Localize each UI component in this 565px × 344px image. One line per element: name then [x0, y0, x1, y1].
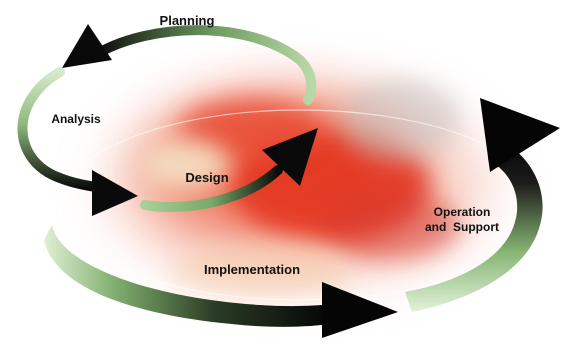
label-planning: Planning — [160, 13, 215, 28]
label-operation: Operation — [434, 205, 491, 219]
label-implementation: Implementation — [204, 262, 300, 277]
label-and-support: and Support — [425, 220, 499, 234]
implementation-arrow — [44, 225, 398, 338]
operation-support-arrow — [405, 98, 560, 312]
label-design: Design — [185, 170, 228, 185]
analysis-arrow — [17, 67, 138, 216]
design-arrowhead — [262, 128, 318, 186]
label-analysis: Analysis — [51, 112, 101, 126]
implementation-arrowhead — [322, 282, 398, 338]
analysis-arrowhead — [92, 170, 138, 216]
operation-support-arrowhead — [480, 98, 560, 172]
planning-arrowhead — [62, 24, 112, 68]
planning-arrow — [62, 24, 317, 105]
design-arrow — [140, 128, 318, 212]
